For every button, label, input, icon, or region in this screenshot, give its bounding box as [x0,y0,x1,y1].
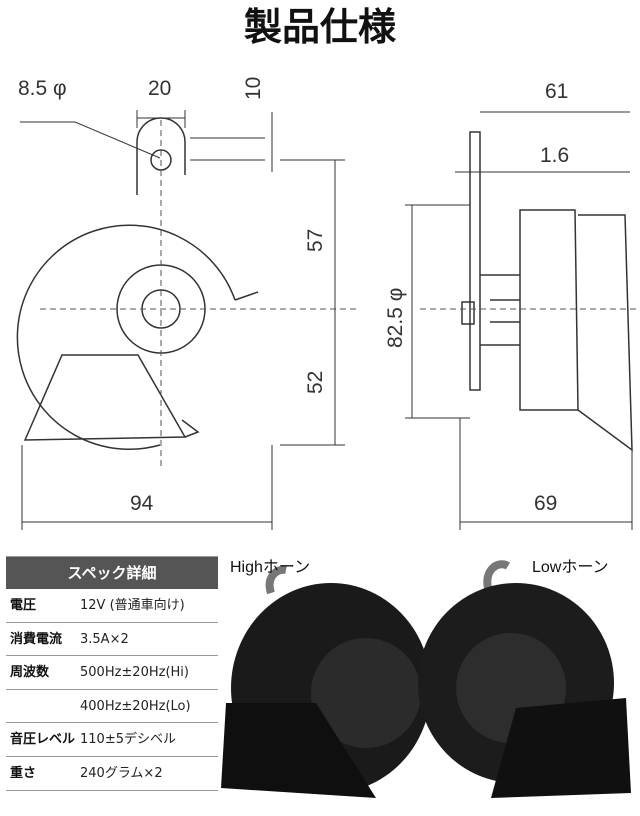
spec-row-weight: 重さ 240グラム×2 [6,757,218,791]
dim-upper-height: 57 [304,229,327,252]
top-gap-dim-line [190,112,273,172]
low-horn-trumpet [491,698,631,798]
dim-lower-height: 52 [304,371,327,394]
dim-hole-diameter: 8.5 φ [18,77,67,100]
spec-label: 電圧 [10,598,37,613]
spec-table: スペック詳細 電圧 12V (普通車向け) 消費電流 3.5A×2 周波数 50… [6,556,218,791]
page-title: 製品仕様 [243,5,396,49]
offset-dim-line [136,110,186,128]
width-dim-line [21,445,273,530]
side-mount-plate [469,131,481,391]
technical-drawing: 8.5 φ 20 10 61 1.6 57 52 82.5 φ 94 69 [16,77,640,530]
spec-value: 240グラム×2 [80,765,163,781]
low-horn-mount-tab [483,560,511,589]
spec-row-sound-level: 音圧レベル 110±5デシベル [6,723,218,757]
side-horn-trumpet [577,214,633,452]
side-terminals [480,274,520,346]
horn-lip [234,291,259,301]
spec-label: 音圧レベル [10,732,76,748]
spec-row-voltage: 電圧 12V (普通車向け) [6,589,218,623]
spec-label [6,690,80,723]
dim-width: 94 [130,492,154,515]
spec-row-current: 消費電流 3.5A×2 [6,623,218,657]
spec-row-frequency-hi: 周波数 500Hz±20Hz(Hi) [6,656,218,690]
height-dim-line [280,159,345,446]
dim-diameter: 82.5 φ [384,288,407,348]
spec-value: 400Hz±20Hz(Lo) [80,698,191,714]
bracket-tip [181,419,200,438]
product-photo: Highホーン Lowホーン [221,559,631,798]
side-bolt [461,301,475,325]
high-horn-label: Highホーン [230,559,310,576]
high-horn-mount-tab [265,565,287,595]
dim-depth-total: 61 [545,80,568,103]
spec-value: 110±5デシベル [80,732,176,748]
dim-top-gap: 10 [242,77,265,100]
high-horn-face [311,638,421,748]
high-horn-trumpet [221,703,376,798]
dim-hole-offset: 20 [148,77,171,100]
spec-value: 3.5A×2 [80,631,129,647]
dim-depth-bottom: 69 [534,492,557,515]
horn-outer-body [16,224,236,450]
diameter-dim-line [405,204,470,419]
side-horn-body [519,209,579,411]
spec-value: 500Hz±20Hz(Hi) [80,665,189,681]
trumpet-bracket [23,354,187,441]
low-horn-label: Lowホーン [532,559,609,576]
spec-table-header: スペック詳細 [6,557,218,589]
spec-value: 12V (普通車向け) [80,598,185,613]
bottom-depth-dim-line [459,418,633,530]
dim-plate-thickness: 1.6 [540,144,569,167]
spec-label: 消費電流 [10,631,63,647]
spec-label: 周波数 [10,665,50,681]
spec-row-frequency-lo: 400Hz±20Hz(Lo) [6,690,218,724]
hole-leader-line [20,121,161,159]
spec-label: 重さ [10,765,37,781]
